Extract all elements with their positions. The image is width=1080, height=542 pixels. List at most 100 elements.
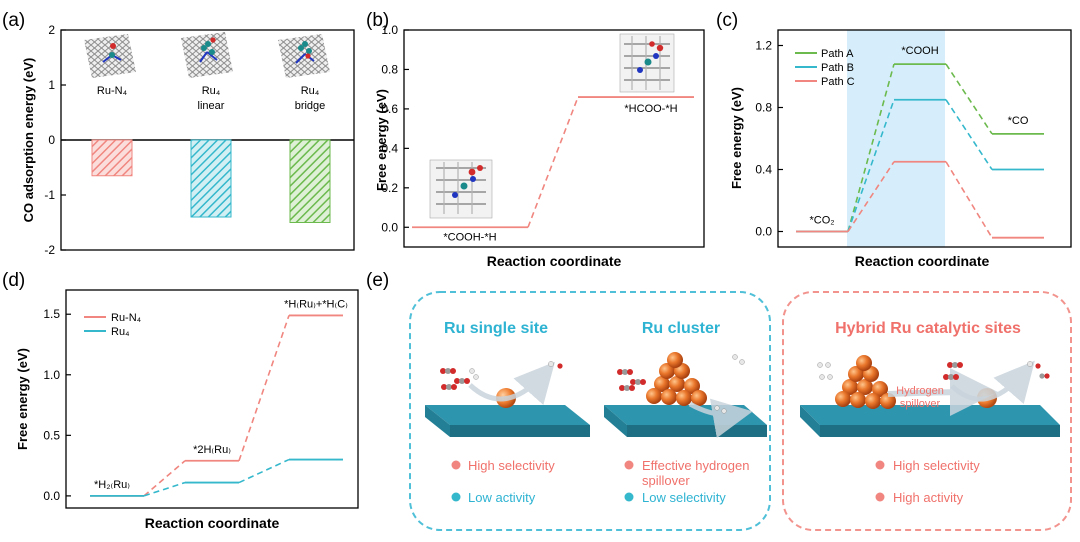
single-bullet-2: Low activity [468, 490, 536, 505]
category-label: bridge [295, 100, 326, 112]
y-tick-label: 1.0 [381, 23, 398, 37]
panel-d-xlabel: Reaction coordinate [145, 515, 280, 531]
ru4-bridge-structure-image [278, 34, 330, 78]
hybrid-ru-cluster [835, 355, 896, 409]
spillover-arrow-cluster [688, 398, 753, 438]
ru4-linear-structure-image [181, 32, 233, 78]
y-tick-label: 0.0 [755, 225, 772, 239]
transition-connector [847, 63, 895, 232]
state-label: *HCOO-*H [624, 103, 677, 115]
bar-1 [91, 139, 133, 177]
panel-c-ylabel: Free energy (eV) [729, 87, 744, 189]
transition-connector [945, 63, 993, 135]
y-tick-label: 0.0 [381, 220, 398, 234]
category-label: Ru₄ [301, 85, 320, 97]
transition-connector [238, 315, 290, 462]
hybrid-reaction-arrow [950, 360, 1035, 404]
cluster-bullet-2: Low selectivity [642, 490, 726, 505]
hydrogen-spillover-arrow [887, 368, 998, 417]
transition-connector [945, 161, 993, 239]
transition-connector [143, 460, 186, 497]
category-label: linear [198, 100, 225, 112]
transition-connector [527, 96, 579, 228]
state-label: *2H₍Ru₎ [193, 444, 231, 456]
panel-a-bars [91, 139, 331, 223]
transition-connector [847, 99, 895, 232]
transition-highlight-region [847, 30, 945, 247]
panel-d-frame [65, 289, 359, 509]
y-tick-label: 0.4 [755, 163, 772, 177]
panel-b-y-axis: 0.00.20.40.60.81.0 [381, 23, 409, 234]
bar-2 [190, 139, 232, 218]
single-site-bullets: High selectivity Low activity [451, 458, 555, 505]
state-label: *CO₂ [809, 215, 834, 227]
legend-label: Ru-N₄ [111, 312, 142, 324]
panel-c: (c) 0.0 0.4 0.8 1.2 Free energy (eV) Reacti… [716, 10, 1072, 269]
co2-molecules [440, 361, 563, 390]
panel-e-label: (e) [366, 270, 389, 291]
panel-b-label: (b) [366, 10, 389, 31]
panel-b-xlabel: Reaction coordinate [487, 253, 622, 269]
panel-c-xlabel: Reaction coordinate [855, 253, 990, 269]
single-site-slab [425, 405, 590, 437]
hybrid-sites-box [782, 291, 1072, 531]
panel-d: (d) 0.00.51.01.5 Free energy (eV) Reacti… [2, 270, 359, 531]
ru-cluster-particle [646, 352, 707, 406]
legend-label: Path B [821, 62, 854, 74]
y-tick-label: 1 [48, 78, 55, 92]
panel-d-label: (d) [2, 270, 25, 291]
reaction-path-arrow [468, 361, 555, 405]
y-tick-label: -2 [44, 243, 55, 257]
hybrid-bullet-1: High selectivity [893, 458, 980, 473]
panel-d-y-axis: 0.00.51.01.5 [43, 307, 71, 503]
state-label: *H₍Ru₎+*H₍C₎ [284, 298, 348, 310]
state-label: *H₂₍Ru₎ [94, 479, 130, 491]
y-tick-label: 2 [48, 23, 55, 37]
hybrid-molecules [817, 361, 1050, 380]
category-label: Ru₄ [202, 85, 221, 97]
panel-c-frame [777, 29, 1072, 248]
transition-connector [238, 458, 290, 484]
cooh-h-structure-image [429, 159, 493, 219]
panel-b-ylabel: Free energy (eV) [374, 89, 389, 191]
ru-n4-structure-image [84, 34, 136, 78]
panel-c-label: (c) [716, 10, 738, 31]
bar-3 [289, 139, 331, 223]
cluster-bullet-1-line1: Effective hydrogen [642, 458, 749, 473]
legend-label: Path A [821, 48, 854, 60]
panel-e: (e) Ru single site Ru cluster Hybrid Ru … [366, 270, 1072, 531]
y-tick-label: -1 [44, 188, 55, 202]
single-site-title: Ru single site [444, 320, 548, 337]
y-tick-label: 0 [48, 133, 55, 147]
cluster-title: Ru cluster [642, 320, 720, 337]
cluster-bullet-1-line2: spillover [642, 473, 690, 488]
y-tick-label: 0.5 [43, 428, 60, 442]
hybrid-bullets: High selectivity High activity [875, 458, 980, 505]
state-label: *CO [1008, 115, 1029, 127]
y-tick-label: 0.8 [755, 101, 772, 115]
y-tick-label: 1.2 [755, 39, 772, 53]
panel-b-frame [403, 29, 705, 248]
panel-c-series: *CO₂ *COOH *CO [796, 45, 1044, 239]
hybrid-bullet-2: High activity [893, 490, 964, 505]
state-label: *COOH [901, 45, 938, 57]
panel-c-y-axis: 0.0 0.4 0.8 1.2 [755, 39, 783, 239]
hcoo-h-structure-image [619, 33, 675, 93]
panel-a: (a) -2 -1 0 1 2 CO adsorption energy (eV) Ru… [2, 10, 355, 257]
single-and-cluster-box [409, 291, 771, 531]
y-tick-label: 0.2 [381, 181, 398, 195]
panel-d-ylabel: Free energy (eV) [15, 348, 30, 450]
hybrid-title: Hybrid Ru catalytic sites [835, 320, 1021, 337]
panel-a-ylabel: CO adsorption energy (eV) [21, 58, 36, 223]
panel-b-series: *COOH-*H*HCOO-*H [412, 96, 694, 243]
panel-d-series: *H₂₍Ru₎ *2H₍Ru₎ *H₍Ru₎+*H₍C₎ [90, 298, 348, 497]
y-tick-label: 0.4 [381, 141, 398, 155]
hydrogen-spillover-label-line2: spillover [900, 398, 941, 410]
y-tick-label: 0.6 [381, 102, 398, 116]
y-tick-label: 1.0 [43, 368, 60, 382]
panel-a-label: (a) [2, 10, 25, 31]
